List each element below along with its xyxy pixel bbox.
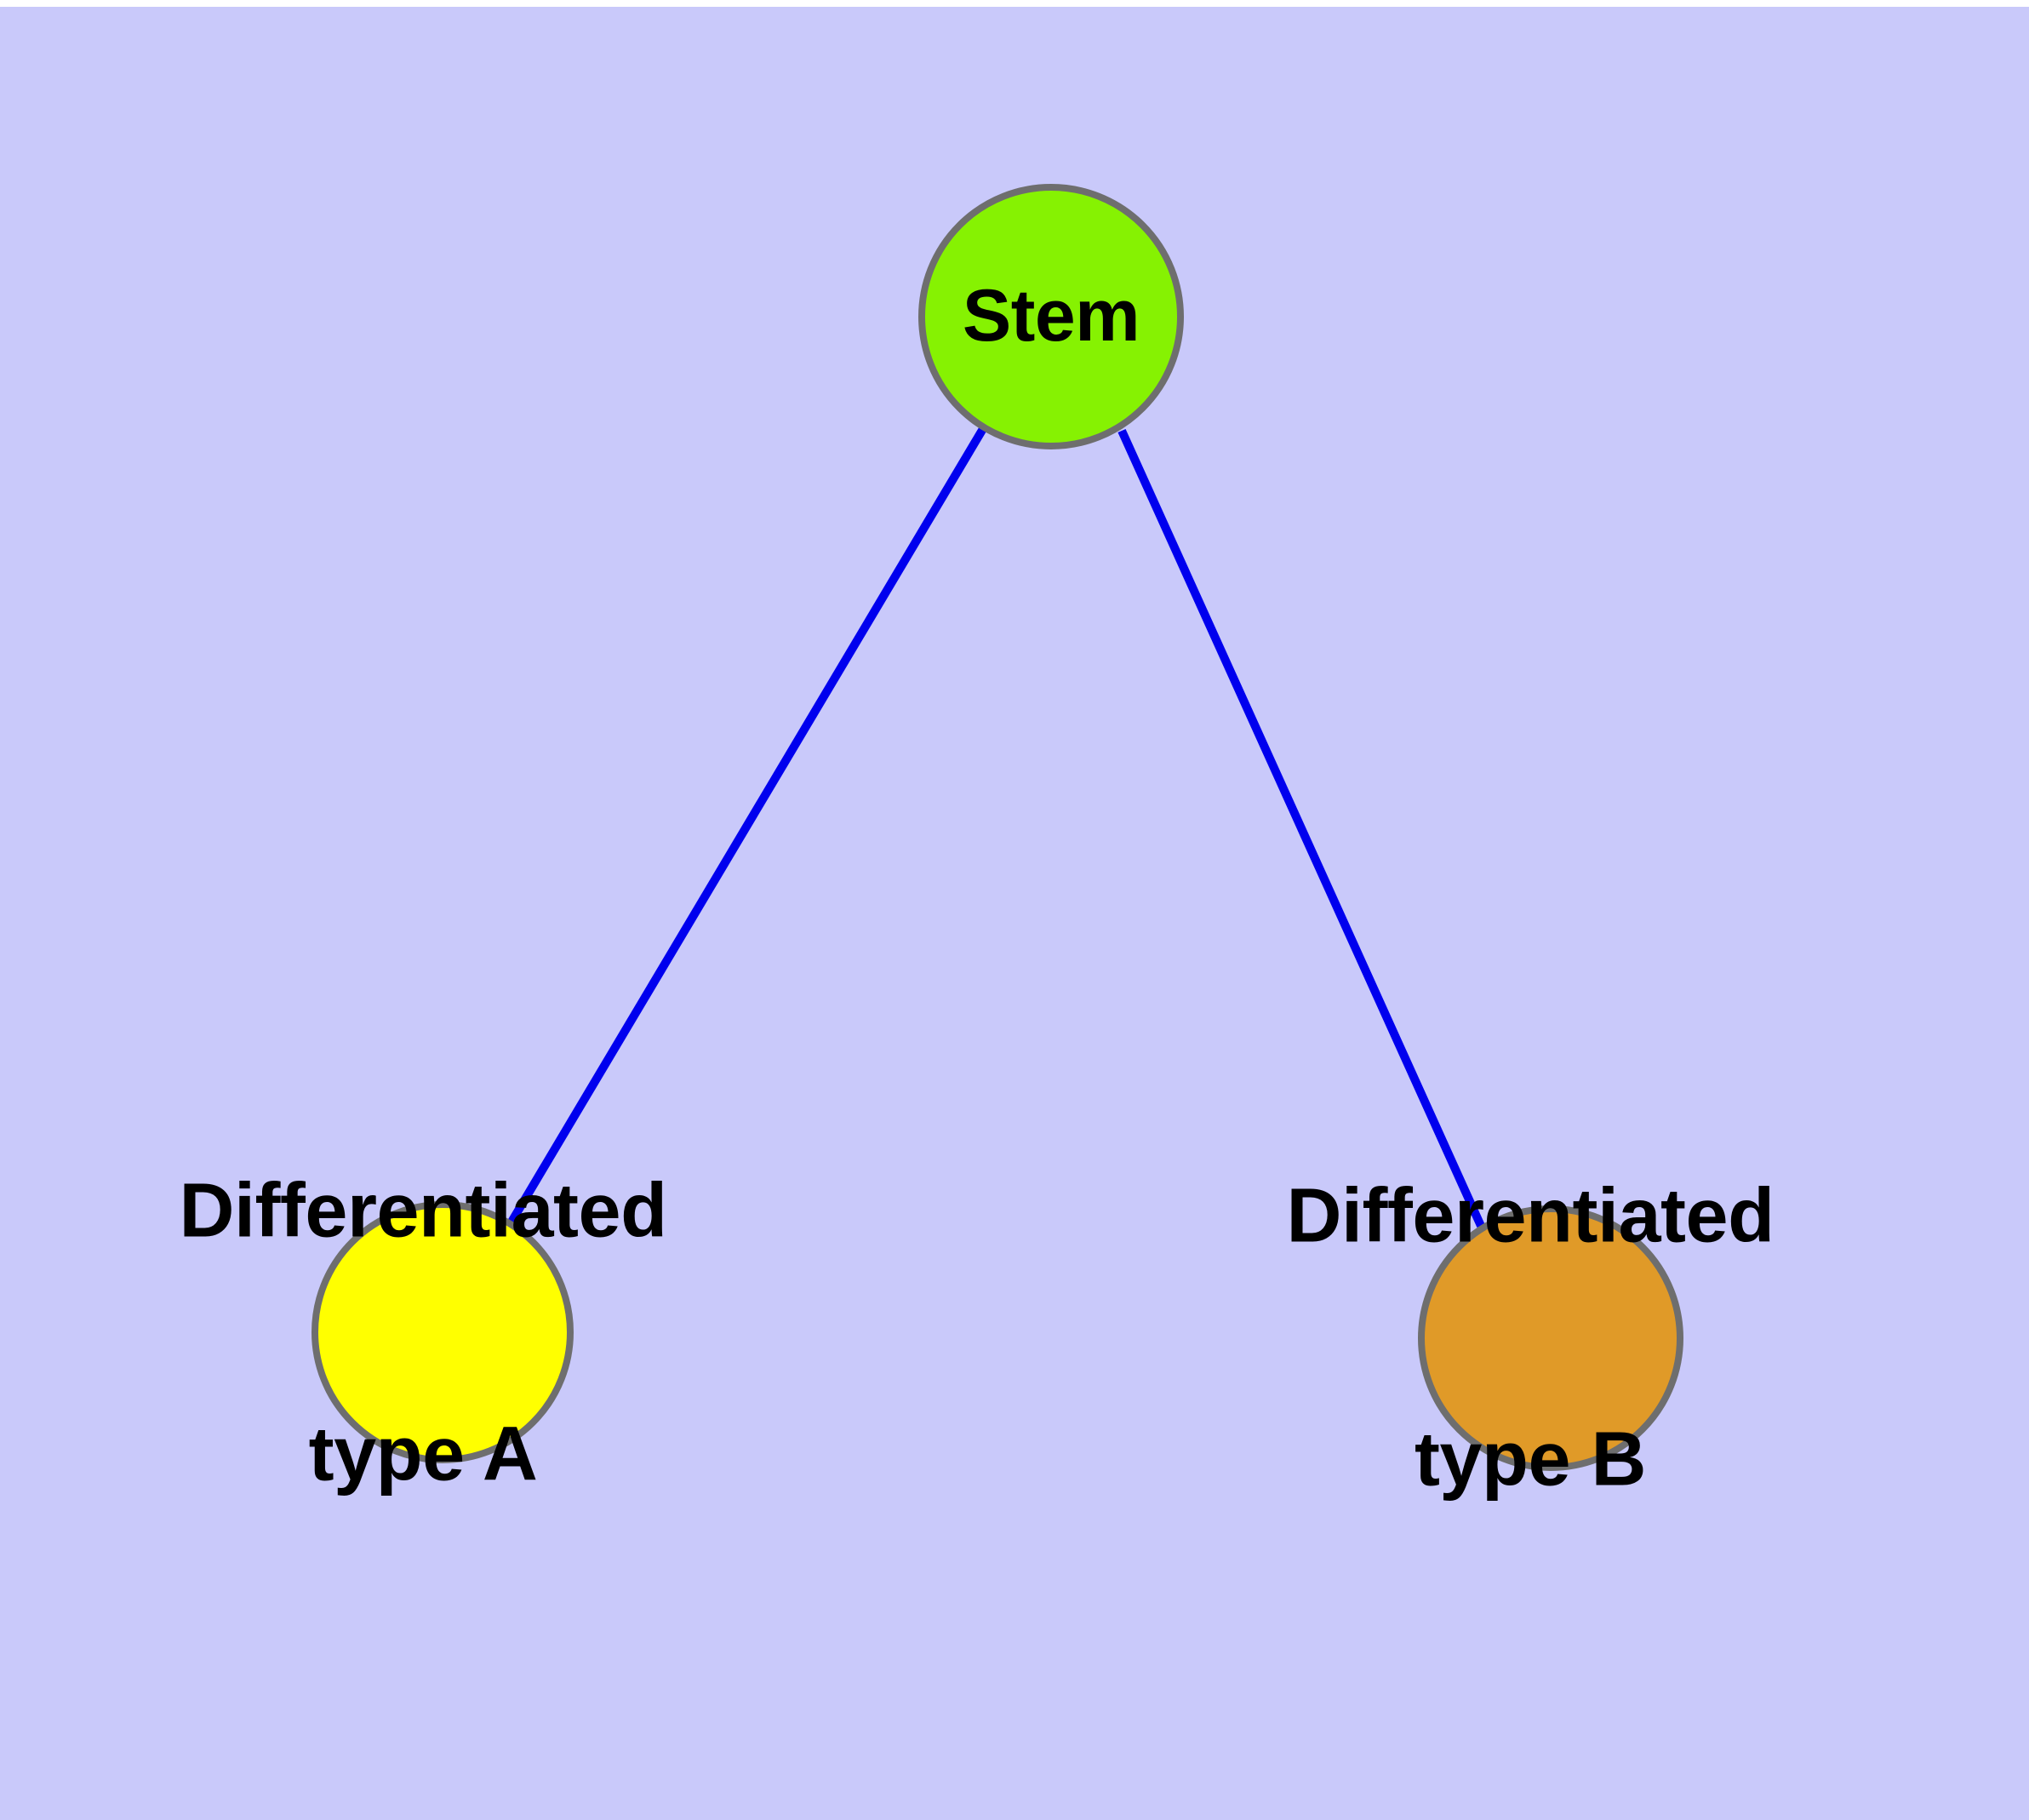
edges-group — [506, 425, 1485, 1228]
edge-stem-to-differentiated-a — [506, 425, 988, 1226]
nodes-group — [311, 184, 1683, 1471]
edge-stem-to-differentiated-b — [1117, 428, 1485, 1228]
node-differentiated-type-b[interactable] — [1418, 1205, 1683, 1471]
node-differentiated-type-a[interactable] — [311, 1201, 574, 1463]
node-stem[interactable] — [918, 184, 1184, 449]
